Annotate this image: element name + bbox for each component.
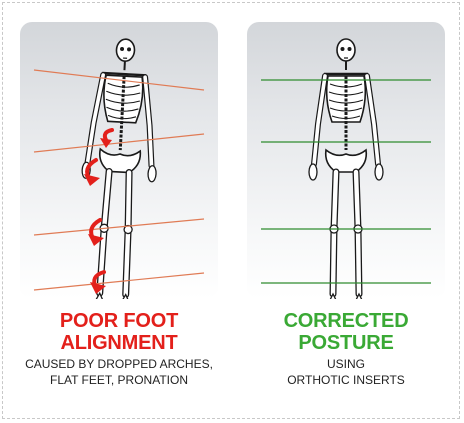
curved-arrow-icon bbox=[84, 158, 100, 186]
curved-arrow-icon bbox=[90, 270, 106, 294]
title-poor-alignment: POOR FOOT ALIGNMENT bbox=[14, 310, 224, 354]
subtitle-line-1: USING bbox=[326, 357, 365, 371]
alignment-lines bbox=[261, 79, 431, 284]
shoulder-line bbox=[33, 69, 205, 91]
title-line-1: CORRECTED bbox=[283, 310, 409, 332]
subtitle-line-2: ORTHOTIC INSERTS bbox=[287, 373, 405, 387]
skeleton-poor-illustration bbox=[33, 22, 205, 299]
misalignment-lines bbox=[33, 69, 205, 291]
title-line-2: POSTURE bbox=[298, 332, 394, 354]
subtitle-corrected-posture: USING ORTHOTIC INSERTS bbox=[241, 356, 451, 388]
panel-poor-alignment bbox=[20, 22, 218, 299]
panel-corrected-posture bbox=[247, 22, 445, 299]
knee-line bbox=[33, 218, 205, 236]
ankle-line bbox=[33, 272, 205, 291]
title-corrected-posture: CORRECTED POSTURE bbox=[241, 310, 451, 354]
subtitle-line-1: CAUSED BY DROPPED ARCHES, bbox=[25, 357, 213, 371]
subtitle-poor-alignment: CAUSED BY DROPPED ARCHES, FLAT FEET, PRO… bbox=[14, 356, 224, 388]
title-line-2: ALIGNMENT bbox=[60, 332, 178, 354]
subtitle-line-2: FLAT FEET, PRONATION bbox=[49, 373, 189, 387]
title-line-1: POOR FOOT bbox=[59, 310, 179, 332]
curved-arrow-icon bbox=[100, 128, 114, 148]
rotation-arrows bbox=[84, 128, 114, 294]
curved-arrow-icon bbox=[88, 218, 104, 246]
skeleton-icon bbox=[309, 39, 383, 299]
skeleton-corrected-illustration bbox=[261, 22, 431, 299]
hip-line bbox=[33, 133, 205, 153]
